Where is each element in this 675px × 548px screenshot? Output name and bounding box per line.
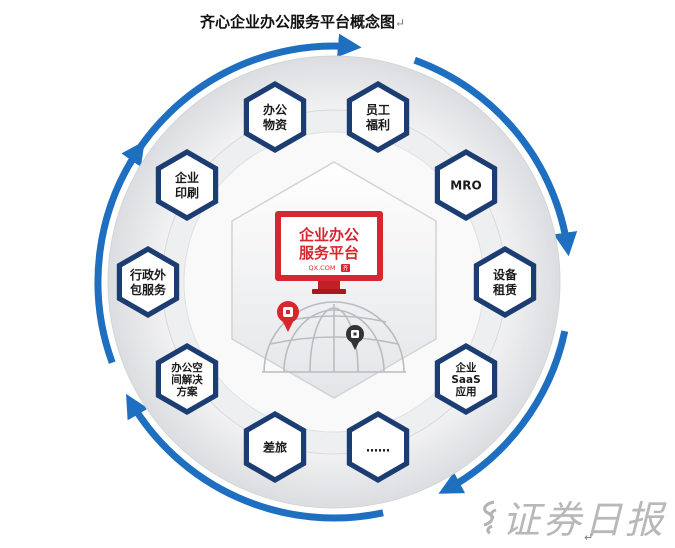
hexagon-label: 租赁 [493, 282, 517, 297]
center-title-line2: 服务平台 [299, 244, 359, 262]
title-text: 齐心企业办公服务平台概念图 [200, 13, 396, 31]
footer-paragraph-mark: ↵ [584, 531, 594, 544]
hexagon-label: 差旅 [262, 440, 287, 455]
service-hexagons: 办公物资员工福利MRO设备租赁企业SaaS应用……差旅办公空间解决方案行政外包服… [116, 81, 537, 483]
hexagon-face [352, 417, 404, 477]
hexagon-label: 包服务 [129, 282, 167, 297]
hexagon-more: …… [346, 411, 410, 483]
newspaper-logo-icon [483, 500, 497, 535]
hexagon-label: 方案 [177, 385, 198, 398]
hexagon-label: 行政外 [129, 267, 166, 282]
hexagon-face [249, 87, 301, 147]
hexagon-label: 员工 [366, 103, 390, 117]
cycle-arrow [94, 140, 145, 364]
location-pin-icon [277, 301, 299, 332]
hexagon-face [122, 252, 174, 312]
center-title-line1: 企业办公 [298, 226, 359, 244]
hexagon-label: 福利 [365, 117, 390, 132]
hexagon-label: 企业 [174, 170, 199, 185]
center-url: QX.COM [309, 264, 336, 272]
hexagon-label: MRO [450, 179, 481, 193]
hexagon-face [249, 417, 301, 477]
hexagon-label: …… [366, 441, 390, 455]
hexagon-label: 企业 [455, 361, 477, 374]
document-title: 齐心企业办公服务平台概念图↵ [200, 11, 405, 32]
hexagon-label: 办公 [263, 102, 287, 117]
hexagon-label: 应用 [456, 385, 477, 398]
hexagon-face [161, 155, 213, 215]
hexagon-face [440, 155, 492, 215]
hexagon-face [161, 349, 213, 409]
cycle-arrow [413, 56, 578, 257]
hexagon-label: 印刷 [175, 186, 199, 200]
hexagon-label: 办公空 [171, 361, 203, 374]
cycle-arrow [126, 393, 384, 522]
paragraph-mark: ↵ [395, 16, 406, 30]
hexagon-label: 设备 [493, 267, 518, 282]
center-badge: 齐 [342, 265, 348, 273]
location-pin-icon [346, 325, 364, 350]
cycle-arrow [126, 33, 362, 166]
hexagon-label: 物资 [263, 117, 287, 132]
hexagon-face [352, 87, 404, 147]
cycle-arrows [94, 33, 578, 522]
newspaper-watermark: 证券日报 [502, 498, 667, 542]
hexagon-mro: MRO [434, 149, 498, 221]
hexagon-label: SaaS [451, 374, 480, 386]
hexagon-business-travel: 差旅 [243, 411, 307, 483]
hexagon-label: 间解决 [171, 373, 203, 386]
platform-monitor: 企业办公 服务平台 QX.COM 齐 [275, 211, 383, 294]
hexagon-face [479, 252, 531, 312]
hexagon-face [440, 349, 492, 409]
cycle-arrow [438, 330, 569, 494]
